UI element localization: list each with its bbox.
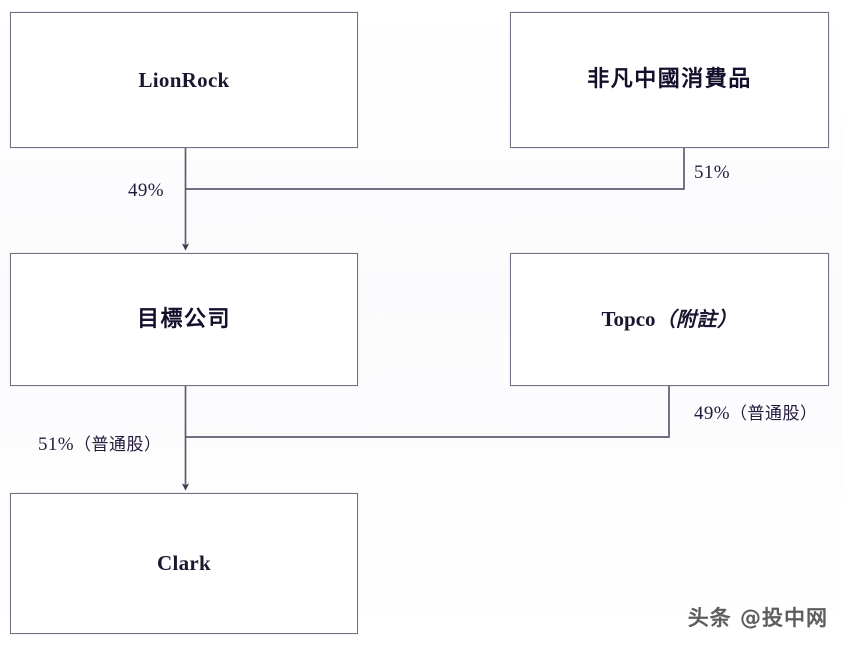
node-clark-label: Clark [157, 551, 211, 576]
node-clark[interactable]: Clark [10, 493, 358, 634]
edge-label-targetco-clark: 51%（普通股） [38, 430, 162, 456]
edge-label-ffchina-targetco-text: 51% [694, 162, 731, 183]
node-lionrock[interactable]: LionRock [10, 12, 358, 148]
edge-label-ffchina-targetco: 51% [694, 162, 730, 184]
watermark: 头条 @投中网 [687, 606, 828, 630]
node-targetco[interactable]: 目標公司 [10, 253, 358, 386]
edge-label-lionrock-targetco-text: 49% [128, 180, 165, 201]
edge-ffchina-targetco [186, 148, 685, 190]
edge-label-topco-clark-qualifier: （普通股） [730, 404, 818, 424]
node-ffchina-label: 非凡中國消費品 [587, 67, 752, 93]
edge-topco-clark [186, 386, 670, 438]
node-topco-label: Topco（附註） [601, 306, 737, 332]
edge-label-topco-clark-text: 49% [694, 403, 731, 424]
node-topco-name: Topco [601, 307, 656, 332]
edge-label-topco-clark: 49%（普通股） [694, 399, 818, 425]
node-topco[interactable]: Topco（附註） [510, 253, 829, 386]
edge-label-lionrock-targetco: 49% [128, 180, 164, 202]
node-targetco-label: 目標公司 [136, 306, 231, 332]
node-topco-note: （附註） [655, 307, 738, 332]
edge-label-targetco-clark-text: 51% [38, 434, 75, 455]
node-ffchina[interactable]: 非凡中國消費品 [510, 12, 829, 148]
node-lionrock-label: LionRock [138, 67, 230, 92]
edge-label-targetco-clark-qualifier: （普通股） [74, 435, 162, 455]
